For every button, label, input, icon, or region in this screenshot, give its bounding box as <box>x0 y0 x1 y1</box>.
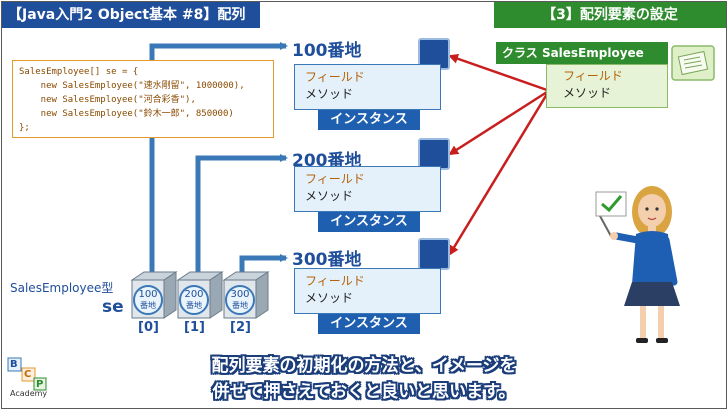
class-title: クラス SalesEmployee <box>496 42 668 64</box>
caption-line-1: 配列要素の初期化の方法と、イメージを <box>211 356 517 376</box>
array-cell-0 <box>130 271 178 319</box>
code-snippet: SalesEmployee[] se = { new SalesEmployee… <box>12 60 274 138</box>
caption-line-2: 併せて押さえておくと良いと思います。 <box>212 382 516 402</box>
instance-method: メソッド <box>305 291 354 305</box>
instance-address: 300番地 <box>292 250 362 270</box>
class-arrow-1 <box>448 90 548 156</box>
instance-address: 100番地 <box>292 41 362 61</box>
presenter-character <box>595 186 680 343</box>
code-line: new SalesEmployee("河合彩香"), <box>19 95 196 105</box>
instance-box: フィールド メソッド <box>294 166 441 212</box>
instance-label: インスタンス <box>318 314 420 334</box>
instance-field: フィールド <box>305 70 365 84</box>
code-line: new SalesEmployee("速水剛留", 1000000), <box>19 81 245 91</box>
logo-letter: C <box>24 369 32 380</box>
document-icon <box>671 45 715 81</box>
logo-text: Academy <box>10 389 48 398</box>
pointer-line-1 <box>195 154 288 277</box>
code-line: }; <box>19 123 30 133</box>
instance-method: メソッド <box>305 87 354 101</box>
pointer-line-0 <box>149 42 288 277</box>
section-title: 【3】配列要素の設定 <box>494 2 726 28</box>
instance-field: フィールド <box>305 274 365 288</box>
gear-icon-frame <box>418 238 450 270</box>
array-cell-1 <box>176 271 224 319</box>
array-cell-2 <box>222 271 270 319</box>
instance-method: メソッド <box>305 189 354 203</box>
pointer-line-2 <box>239 254 288 277</box>
instance-box: フィールド メソッド <box>294 268 441 314</box>
array-index: [0] <box>138 320 159 335</box>
lesson-title: 【Java入門2 Object基本 #8】配列 <box>2 2 260 28</box>
instance-field: フィールド <box>305 172 365 186</box>
instance-label: インスタンス <box>318 110 420 130</box>
class-arrow-0 <box>448 53 548 92</box>
class-arrow-2 <box>448 93 549 256</box>
checkmark-icon <box>601 195 623 213</box>
variable-name: se <box>102 297 124 317</box>
instance-label: インスタンス <box>318 212 420 232</box>
code-line: new SalesEmployee("鈴木一郎", 850000) <box>19 109 234 119</box>
variable-type: SalesEmployee型 <box>10 281 114 295</box>
class-body: フィールド メソッド <box>546 64 668 108</box>
array-index: [1] <box>184 320 205 335</box>
academy-logo-icon <box>7 357 47 391</box>
logo-letter: B <box>10 359 18 370</box>
code-line: SalesEmployee[] se = { <box>19 67 139 77</box>
logo-letter: P <box>36 379 44 390</box>
class-method: メソッド <box>563 86 612 100</box>
class-field: フィールド <box>563 69 623 83</box>
array-index: [2] <box>230 320 251 335</box>
instance-box: フィールド メソッド <box>294 64 441 110</box>
